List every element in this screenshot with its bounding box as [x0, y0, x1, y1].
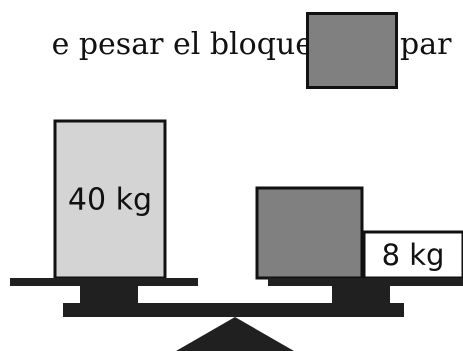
right-pan-stem: [332, 286, 390, 303]
sentence-text-before-block: e pesar el bloque: [51, 27, 313, 62]
right-unknown-block: [255, 186, 364, 280]
unknown-block-symbol: [306, 12, 398, 89]
left-weight-label: 40 kg: [68, 183, 152, 218]
right-weight-label: 8 kg: [382, 238, 445, 272]
scale-fulcrum: [176, 317, 294, 351]
instruction-sentence: e pesar el bloque par: [0, 0, 463, 92]
scale-beam: [63, 303, 404, 317]
right-weight-box: [362, 230, 463, 280]
left-pan-stem: [80, 286, 138, 303]
sentence-text-after-block: par: [400, 27, 452, 62]
left-pan: [10, 278, 198, 286]
left-weight-box: [53, 119, 167, 280]
right-pan: [268, 278, 463, 286]
